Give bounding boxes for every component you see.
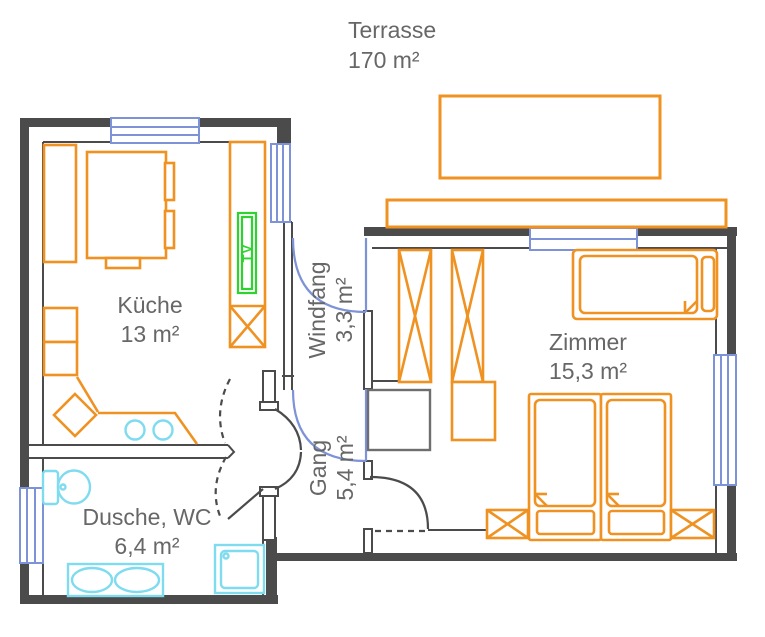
nightstand-left bbox=[485, 508, 530, 540]
double-bed-left bbox=[527, 392, 603, 542]
kitchen-cabinet-2 bbox=[42, 340, 79, 377]
room-label-zimmer: Zimmer 15,3 m² bbox=[518, 328, 658, 386]
room-label-windfang: Windfang 3,3 m² bbox=[304, 225, 358, 395]
doors bbox=[214, 237, 430, 533]
kitchen-swing-door bbox=[214, 378, 303, 517]
windfang-gang-door bbox=[291, 389, 368, 463]
footboard bbox=[607, 509, 666, 536]
kitchen-counter-bottom bbox=[98, 411, 199, 445]
kitchen-north-window bbox=[110, 117, 200, 144]
wardrobe-1 bbox=[397, 248, 433, 384]
room-name: Zimmer bbox=[549, 329, 627, 355]
cooktop-burner-2 bbox=[152, 419, 174, 441]
kitchen-cabinet-1 bbox=[42, 306, 79, 344]
entrance-door bbox=[291, 237, 368, 314]
room-area: 170 m² bbox=[348, 47, 420, 73]
terrace-furniture bbox=[385, 94, 728, 229]
room-area: 13 m² bbox=[120, 321, 180, 347]
door-jambs bbox=[259, 370, 279, 541]
toilet bbox=[41, 469, 92, 506]
room-area: 15,3 m² bbox=[549, 358, 627, 384]
room-label-kueche: Küche 13 m² bbox=[90, 291, 210, 349]
hall-dresser bbox=[366, 388, 432, 452]
chair-right-2 bbox=[163, 209, 176, 250]
kitchen-table bbox=[85, 150, 168, 260]
outer-walls bbox=[20, 118, 737, 604]
kitchen-east-window bbox=[270, 143, 291, 223]
room-name: Terrasse bbox=[348, 17, 437, 43]
terrace-bench bbox=[385, 198, 728, 229]
double-bed-right bbox=[599, 392, 673, 542]
nightstand-right bbox=[669, 508, 716, 540]
counter-corner-edge bbox=[75, 376, 100, 413]
tv-label: TV bbox=[239, 243, 255, 263]
wardrobe-2 bbox=[450, 248, 485, 384]
bathroom-west-window bbox=[19, 487, 44, 564]
bathroom-fixtures bbox=[41, 469, 266, 598]
pillow bbox=[700, 255, 716, 313]
terrace-table bbox=[438, 94, 662, 180]
windows bbox=[19, 117, 737, 564]
room-label-terrasse: Terrasse 170 m² bbox=[348, 15, 436, 75]
tv bbox=[236, 211, 258, 295]
wardrobe-extension bbox=[450, 380, 497, 442]
kitchen-sink-diamond bbox=[52, 392, 98, 438]
bedroom-furniture bbox=[397, 248, 719, 542]
bedroom-north-window bbox=[529, 227, 638, 251]
footboard bbox=[535, 509, 596, 536]
bathroom-door bbox=[227, 488, 264, 520]
kitchen-counter-left bbox=[42, 143, 78, 264]
cooktop-burner-1 bbox=[124, 419, 146, 441]
room-name: Dusche, WC bbox=[82, 504, 212, 530]
single-bed bbox=[571, 248, 719, 321]
room-area: 3,3 m² bbox=[331, 277, 357, 343]
double-washbasin bbox=[66, 562, 165, 598]
kitchen-furniture bbox=[42, 140, 267, 445]
room-label-gang: Gang 5,4 m² bbox=[305, 383, 359, 553]
room-name: Gang bbox=[305, 439, 331, 497]
room-label-dusche: Dusche, WC 6,4 m² bbox=[67, 503, 227, 561]
room-area: 6,4 m² bbox=[114, 533, 180, 559]
bedroom-east-window bbox=[713, 354, 737, 486]
room-name: Küche bbox=[117, 292, 183, 318]
chair-bottom bbox=[104, 256, 142, 270]
shower bbox=[213, 543, 266, 595]
chair-right-1 bbox=[163, 161, 176, 202]
bedroom-door bbox=[369, 475, 430, 533]
room-name: Windfang bbox=[304, 261, 330, 359]
room-area: 5,4 m² bbox=[332, 435, 358, 501]
